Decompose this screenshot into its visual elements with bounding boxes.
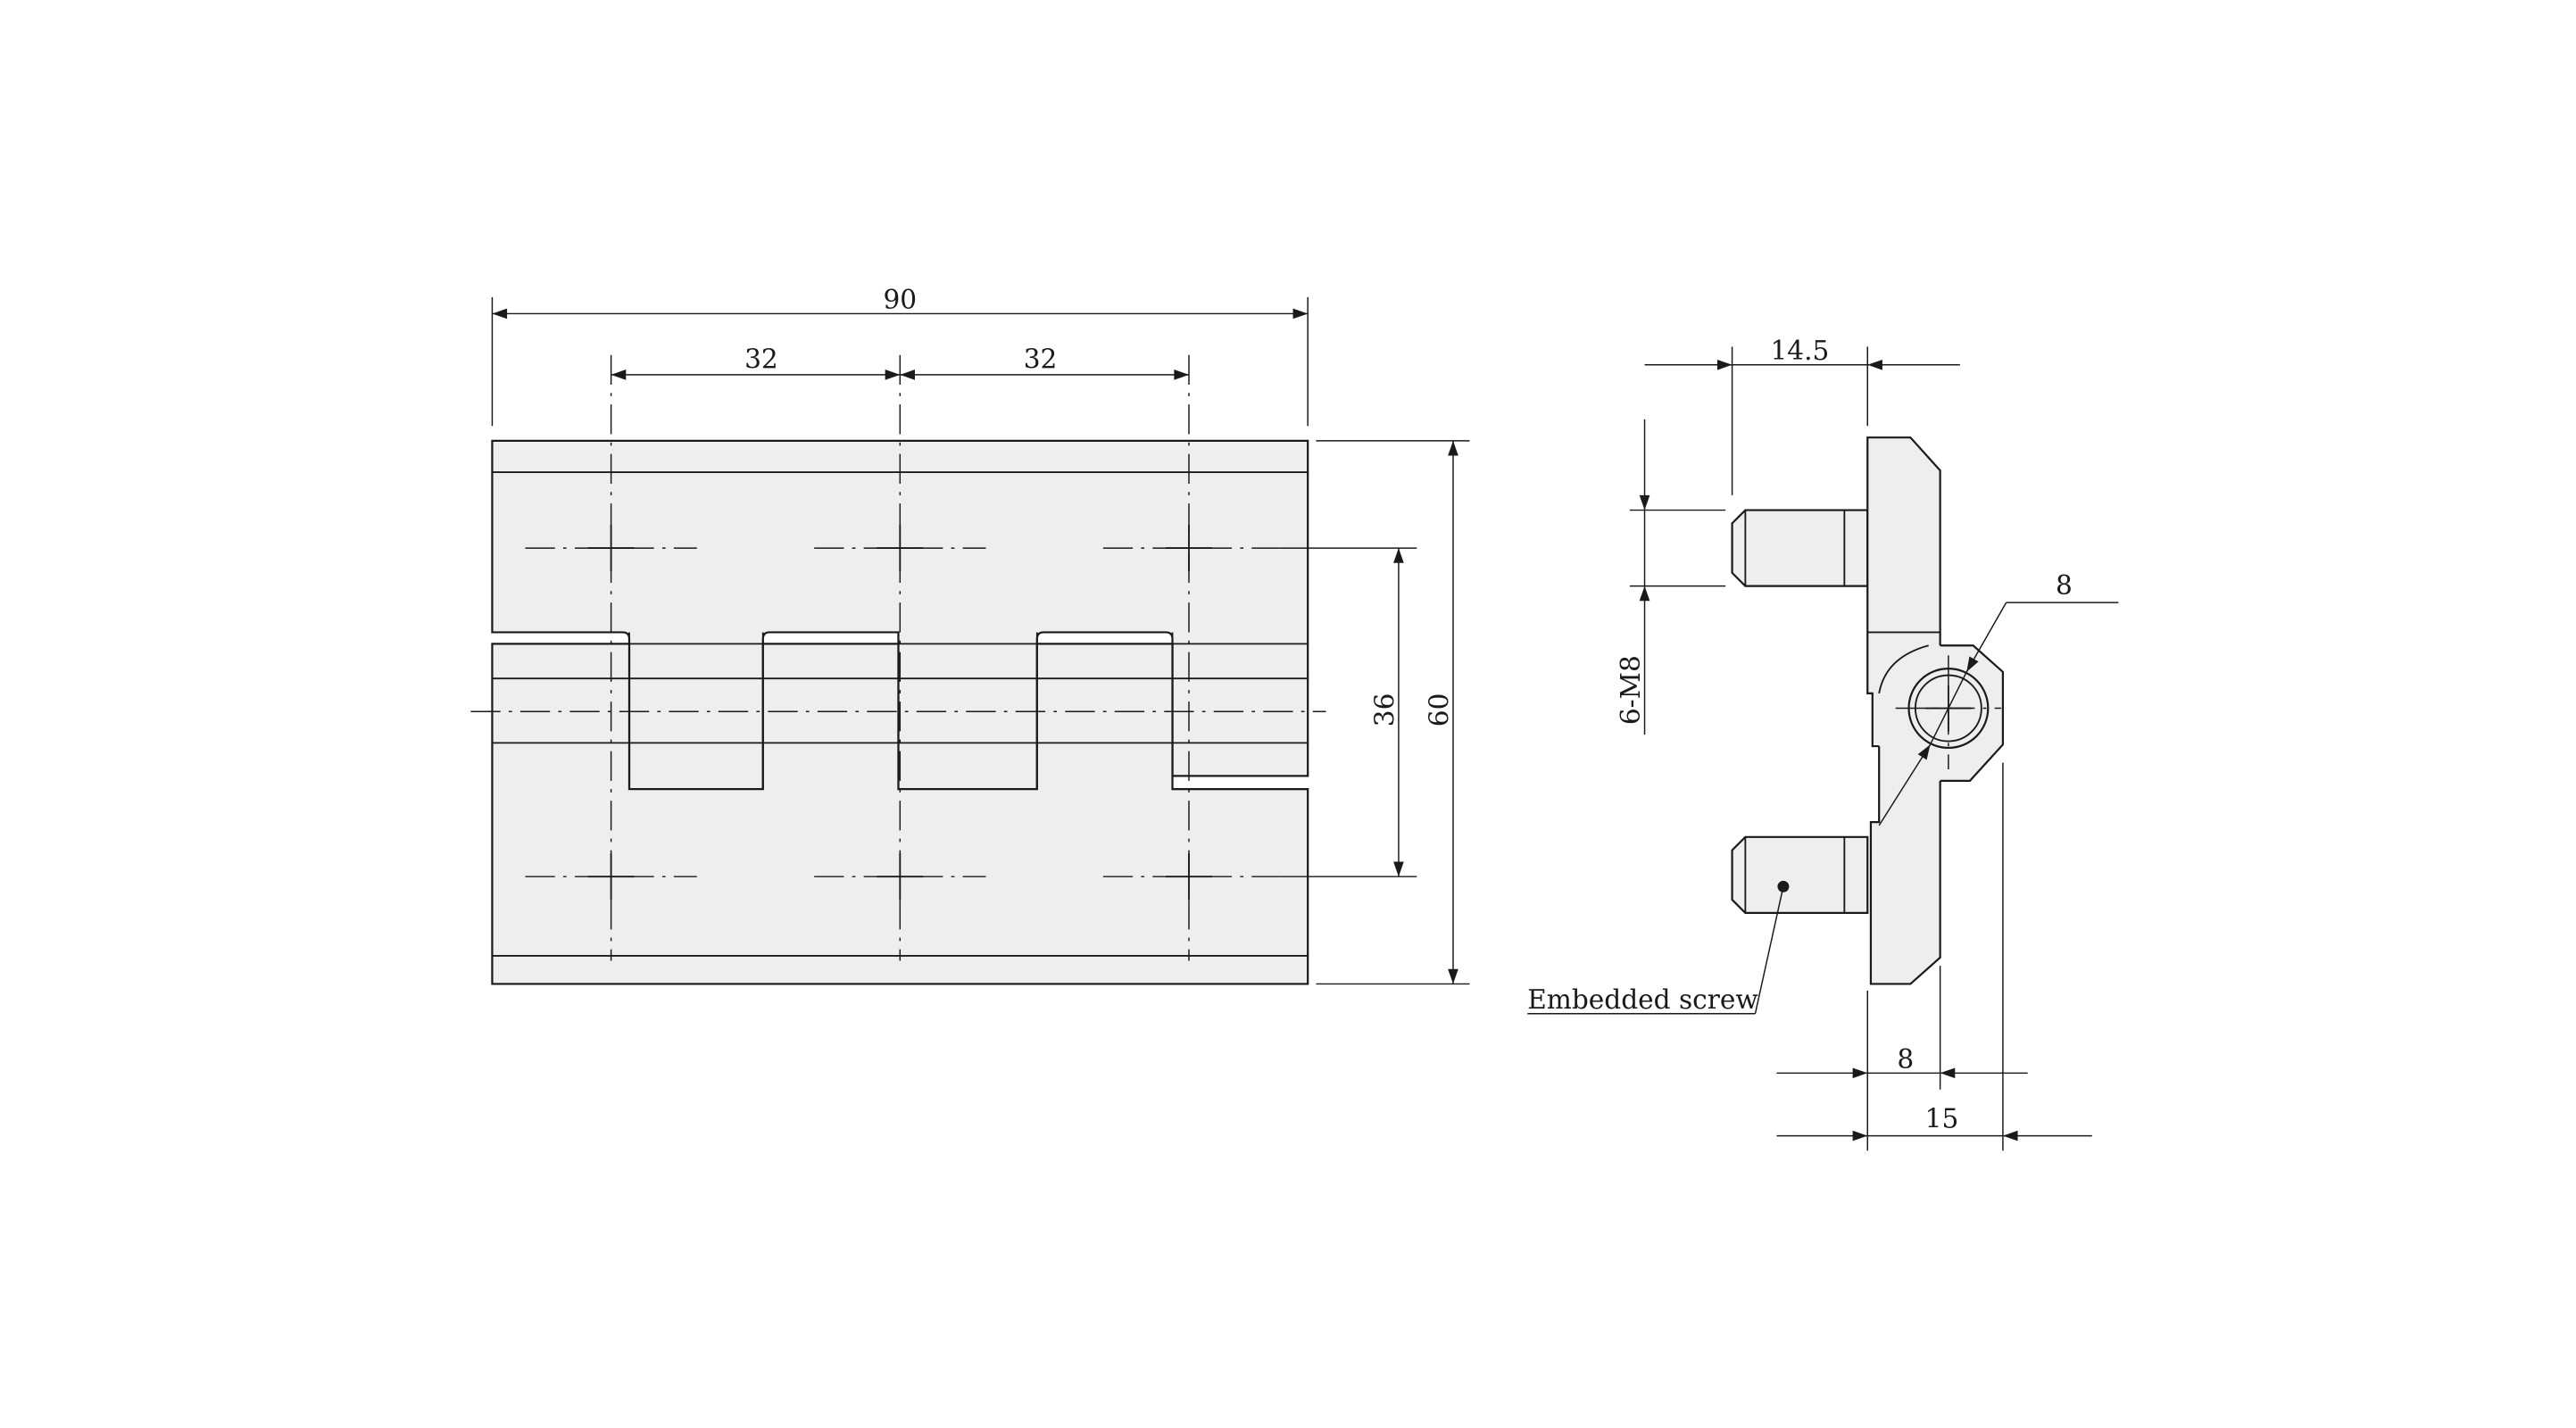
front-view: 90 32 32 36 60 <box>470 285 1470 985</box>
embedded-screw-label: Embedded screw <box>1527 984 1757 1015</box>
dim-plate-thickness: 8 <box>1897 1044 1914 1075</box>
dim-overall-height: 60 <box>1424 693 1454 727</box>
dim-overall-width: 90 <box>883 285 917 315</box>
lower-pin <box>1731 835 1869 914</box>
upper-pin <box>1731 509 1869 587</box>
dim-hole-rows: 36 <box>1369 693 1400 727</box>
dim-hole-pitch-right: 32 <box>1024 344 1058 374</box>
dim-thread: 6-M8 <box>1616 655 1646 725</box>
side-view: 14.5 6-M8 8 Embedded screw 8 15 <box>1527 336 2119 1151</box>
dim-pin-length: 14.5 <box>1770 336 1829 366</box>
dim-pivot-diameter: 8 <box>2056 570 2073 601</box>
hole-center-marks <box>587 525 1212 901</box>
dim-hole-pitch-left: 32 <box>744 344 778 374</box>
dim-total-depth: 15 <box>1925 1103 1959 1133</box>
